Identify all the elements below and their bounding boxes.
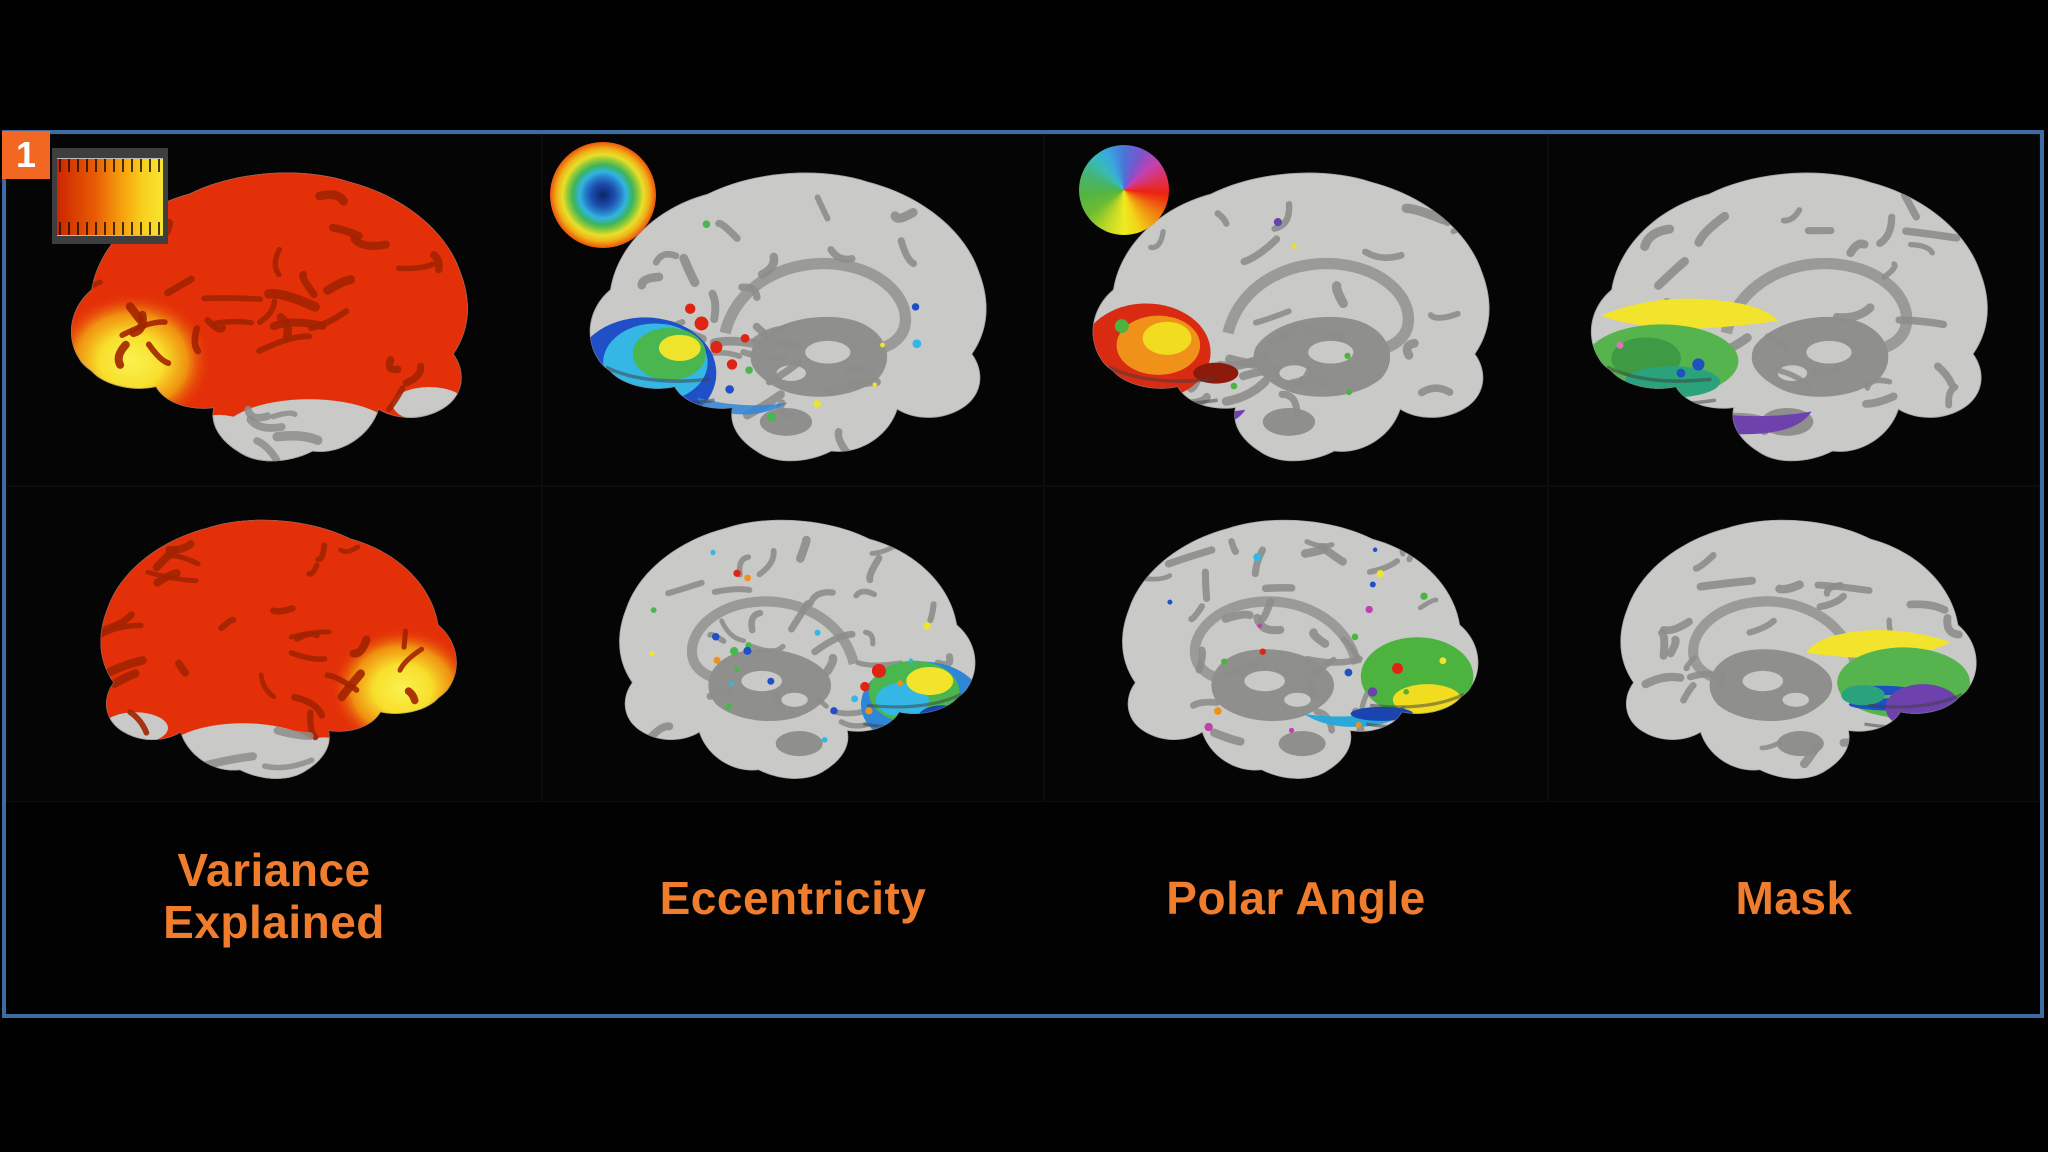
brain-variance-explained-top	[6, 134, 542, 486]
column-label-eccentricity: Eccentricity	[659, 872, 927, 924]
brain-render	[100, 520, 457, 780]
brain-render	[1590, 172, 1988, 461]
brain-render	[589, 172, 987, 461]
eccentricity-colormap-icon	[550, 142, 656, 248]
brain-mask-bottom	[1548, 486, 2040, 802]
column-label-polar-angle: Polar Angle	[1166, 872, 1426, 924]
brain-variance-explained-bottom	[6, 486, 542, 802]
column-label-variance-explained: Variance Explained	[163, 844, 385, 949]
brain-polar-angle-bottom	[1044, 486, 1548, 802]
brain-mask-top	[1548, 134, 2040, 486]
brain-render	[619, 520, 976, 780]
brain-render	[1122, 520, 1479, 780]
brain-render	[1620, 520, 1977, 780]
variance-colorbar-legend	[52, 148, 168, 244]
polar-angle-colorwheel-icon	[1079, 145, 1169, 235]
figure-panel: Variance Explained Eccentricity Polar An…	[2, 130, 2044, 1018]
figure-number-badge: 1	[2, 131, 50, 179]
colorbar-gradient	[57, 158, 163, 236]
brain-render	[70, 172, 468, 461]
brain-eccentricity-bottom	[542, 486, 1044, 802]
column-label-mask: Mask	[1735, 872, 1853, 924]
